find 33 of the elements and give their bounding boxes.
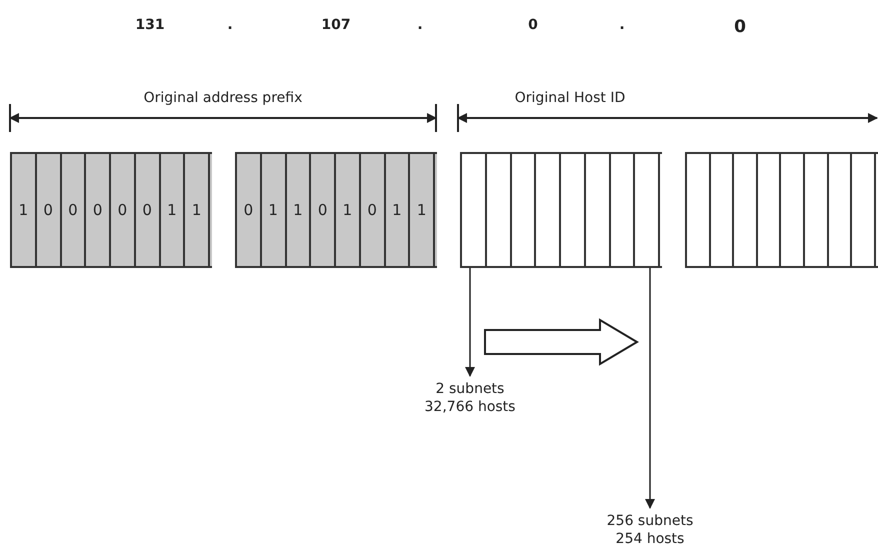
bit-cell: 0 (136, 154, 160, 266)
octet-box (10, 152, 212, 268)
octet-value: 107 (321, 17, 351, 33)
dot-separator: . (227, 17, 233, 33)
dot-separator: . (619, 17, 625, 33)
bit-cell: 1 (336, 154, 361, 266)
octet-value: 131 (135, 17, 165, 33)
bit-cell: 0 (36, 154, 62, 266)
dimension-label: Original Host ID (514, 90, 626, 106)
bit-cell: 0 (360, 154, 386, 266)
bit-cell: 0 (111, 154, 136, 266)
bit-cell: 0 (311, 154, 336, 266)
bit-cell: 1 (262, 154, 286, 266)
bit-cell: 1 (286, 154, 312, 266)
bit-cell: 0 (62, 154, 86, 266)
bit-cell: 1 (386, 154, 410, 266)
octet-box (460, 152, 662, 268)
bit-cell: 1 (12, 154, 37, 266)
bit-cell: 1 (185, 154, 210, 266)
dot-separator: . (417, 17, 423, 33)
dimension-label: Original address prefix (144, 90, 302, 106)
subnet-count-label: 256 subnets 254 hosts (600, 512, 700, 548)
octet-box (685, 152, 878, 268)
octet-box (235, 152, 437, 268)
arrow (465, 268, 475, 377)
subnet-count-label: 2 subnets 32,766 hosts (420, 380, 520, 416)
arrow (645, 268, 655, 509)
bit-cell: 1 (410, 154, 435, 266)
bit-cell: 0 (237, 154, 262, 266)
octet-value: 0 (734, 17, 746, 37)
bit-cell: 0 (86, 154, 111, 266)
octet-value: 0 (528, 17, 538, 33)
bit-cell: 1 (160, 154, 186, 266)
